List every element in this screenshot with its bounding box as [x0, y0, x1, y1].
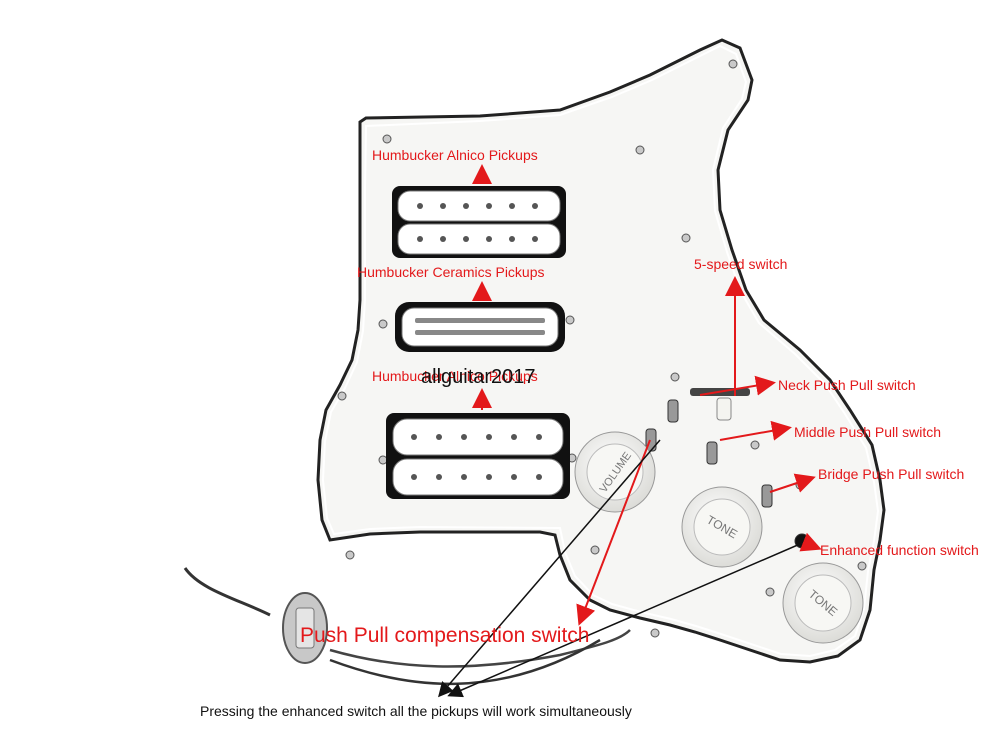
label-enhanced-function: Enhanced function switch — [820, 542, 979, 558]
tone-knob-1: TONE — [681, 486, 763, 568]
label-push-pull-compensation: Push Pull compensation switch — [300, 624, 590, 647]
tone-knob-2: TONE — [782, 562, 864, 644]
label-middle-push-pull: Middle Push Pull switch — [794, 424, 942, 440]
caption: Pressing the enhanced switch all the pic… — [200, 703, 632, 719]
middle-rail-humbucker — [395, 302, 565, 352]
output-jack-wiring — [183, 567, 631, 686]
toggle-switches — [645, 399, 810, 549]
label-humbucker-alnico: Humbucker Alnico Pickups — [372, 147, 538, 163]
annotation-arrows-black — [438, 439, 801, 698]
label-humbucker-ceramics: Humbucker Ceramics Pickups — [357, 264, 545, 280]
annotation-arrows-red — [472, 164, 822, 626]
watermark: allguitar2017 — [421, 366, 536, 388]
volume-knob: VOLUME — [574, 431, 656, 513]
label-five-speed-switch: 5-speed switch — [694, 256, 788, 272]
label-neck-push-pull: Neck Push Pull switch — [778, 377, 916, 393]
neck-humbucker — [392, 186, 566, 258]
bridge-humbucker — [386, 413, 570, 499]
label-bridge-push-pull: Bridge Push Pull switch — [818, 466, 965, 482]
label-humbucker-bridge: Humbucker Alnico Pickups — [372, 368, 538, 384]
